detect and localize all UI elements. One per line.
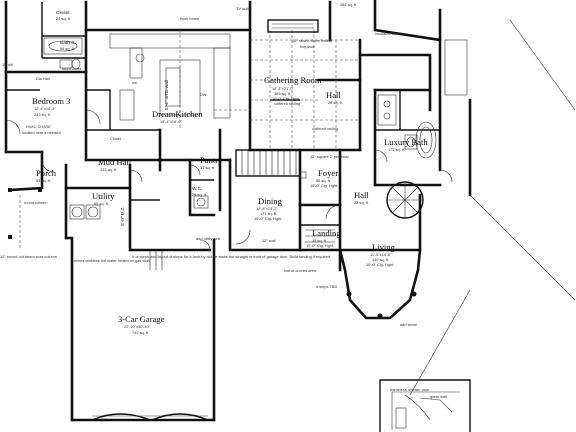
- garage-name: 3-Car Garage: [118, 314, 165, 324]
- hall-upper-size: 28 sq. ft.: [328, 100, 343, 105]
- note-steps-tbd: # steps TBD: [316, 284, 338, 289]
- garage-steps: [149, 250, 163, 270]
- luxury-bath-name: Luxury Bath: [384, 137, 428, 147]
- kitchen-fixtures: [109, 33, 231, 121]
- foyer-ceiling: 10'-0" Clg. Hght.: [310, 183, 338, 188]
- living-ceiling: 10'-0" Clg. Hght.: [366, 262, 394, 267]
- bath3-size: 58 sq. ft.: [60, 46, 75, 51]
- note-frameless-shower: frameless shower door: [390, 387, 430, 392]
- gathering-name: Gathering Room: [264, 75, 322, 85]
- closet-top-name: Closet: [56, 10, 70, 16]
- note-flush-beam: flush beam: [180, 16, 199, 21]
- note-insulated-wall: insulated wall: [375, 31, 398, 36]
- note-utility-sink: add utility sink: [196, 236, 220, 241]
- hall-lower-size: 22 sq. ft.: [354, 200, 369, 205]
- fireplace-icon: [267, 19, 319, 33]
- bedroom3-size: 243 sq. ft.: [34, 112, 51, 117]
- note-boxed-beam: 10" boxed out beam over column: [0, 254, 57, 259]
- hvac-line1: HVAC CHASE: [26, 124, 51, 129]
- note-fireplace: fireplace: [300, 44, 315, 49]
- bedroom3-dims: 12'-4"x14'-2": [34, 106, 56, 111]
- living-dims: 11'-5"x14'-6": [370, 252, 392, 257]
- note-add-stone: add stone: [400, 322, 417, 327]
- garage-doors: [91, 413, 209, 421]
- foyer-name: Foyer: [318, 168, 338, 178]
- gathering-size: 385 sq. ft.: [274, 91, 291, 96]
- bath3-fixtures: [43, 37, 83, 70]
- hall-lower-name: Hall: [354, 190, 369, 200]
- luxury-bath-fixtures: [377, 39, 468, 159]
- note-hearth: 10" raised stone hearth: [292, 38, 332, 43]
- kitchen-name: DreamKitchen: [152, 109, 203, 119]
- luxury-bath-size: 172 sq. ft.: [388, 147, 405, 152]
- note-wall: 12" wall: [262, 238, 276, 243]
- landing-name: Landing: [312, 228, 341, 238]
- columns: [8, 188, 417, 319]
- mud-hall-name: Mud Hall: [98, 157, 132, 167]
- dining-size: 171 sq. ft.: [260, 211, 277, 216]
- note-square-column: 12" square 2' pedestal: [310, 154, 349, 159]
- wc-size: 26 sq. ft.: [192, 192, 207, 197]
- note-ice: ice: [132, 80, 137, 85]
- closet-top-size: 24 sq. ft.: [56, 16, 71, 21]
- closet-left-name: Closet: [110, 136, 122, 141]
- utility-size: 65 sq. ft.: [94, 201, 109, 206]
- utility-name: Utility: [92, 191, 115, 201]
- kitchen-dims: 18'-4"x18'-0": [160, 119, 182, 124]
- mud-hall-size: 133 sq. ft.: [100, 167, 117, 172]
- living-name: Living: [372, 242, 396, 252]
- ceiling-lines: [19, 30, 360, 250]
- dining-dims: 12'-8"x13'-2": [256, 206, 278, 211]
- gathering-ceiling1: 10'-0" Clg. Hght.: [272, 96, 300, 101]
- note-coffered: coffered ceiling: [312, 126, 338, 131]
- utility-fixtures: [69, 195, 209, 220]
- main-stair: [235, 149, 307, 179]
- garage-size: 749 sq. ft.: [132, 330, 149, 335]
- right-margin-lines: [469, 19, 576, 301]
- note-water-heater: mines tankless hot water heater w/ gas s…: [74, 258, 150, 263]
- foyer-size: 65 sq. ft.: [316, 178, 331, 183]
- dining-ceiling: 10'-0" Clg. Hght.: [254, 216, 282, 221]
- landing-ceiling: 10'-0" Clg. Hght.: [306, 243, 334, 248]
- annotations: insulated wall flush beam tub/shower Dia…: [0, 6, 447, 399]
- wc-name: W.C.: [192, 186, 202, 192]
- bedroom3-name: Bedroom 3: [32, 96, 70, 106]
- pantry-size: 31 sq. ft.: [200, 165, 215, 170]
- top-room-size: 284 sq. ft.: [340, 2, 357, 7]
- hall-upper-name: Hall: [326, 90, 341, 100]
- room-labels: Closet 24 sq. ft. Bath 3 58 sq. ft. Bedr…: [22, 2, 428, 335]
- note-dw: DW: [200, 92, 207, 97]
- landing-size: 35 sq. ft.: [312, 238, 327, 243]
- note-sill: 10' sill: [2, 62, 13, 67]
- porch-size: 93 sq. ft.: [36, 178, 51, 183]
- dining-name: Dining: [258, 196, 283, 206]
- porch-name: Porch: [36, 168, 57, 178]
- exterior-walls: [4, 0, 472, 422]
- gathering-dims: 18'-4"x21'-0": [272, 86, 294, 91]
- door-swings: [5, 109, 453, 251]
- note-glass-wall: glass wall: [430, 394, 447, 399]
- note-round-column: round column: [24, 200, 48, 205]
- std-wall-label: 5'-4" STD wall: [164, 80, 170, 110]
- note-garage-stairs: # of steps and layout of steps for a Arc…: [132, 254, 330, 259]
- note-laundry: Dia Hall: [36, 76, 50, 81]
- landing-stair: [305, 229, 335, 243]
- garage-dims: 22'-10"x30'-10": [124, 324, 151, 329]
- note-tub-shower: tub/shower: [62, 66, 82, 71]
- note-curved-area: line of curved area: [284, 268, 317, 273]
- detail-inset: [379, 289, 471, 432]
- gathering-ceiling2: coffered ceiling: [274, 101, 300, 106]
- stair-dim-label: 5'-0" D.Z.: [120, 206, 126, 226]
- pantry-name: Pantry: [200, 155, 223, 165]
- bath3-name: Bath 3: [60, 40, 74, 46]
- hvac-line2: located here if needed: [22, 130, 61, 135]
- note-tv-outlet: TV outlet: [236, 6, 252, 11]
- foyer-rotunda: [386, 181, 424, 219]
- living-size: 149 sq. ft.: [372, 257, 389, 262]
